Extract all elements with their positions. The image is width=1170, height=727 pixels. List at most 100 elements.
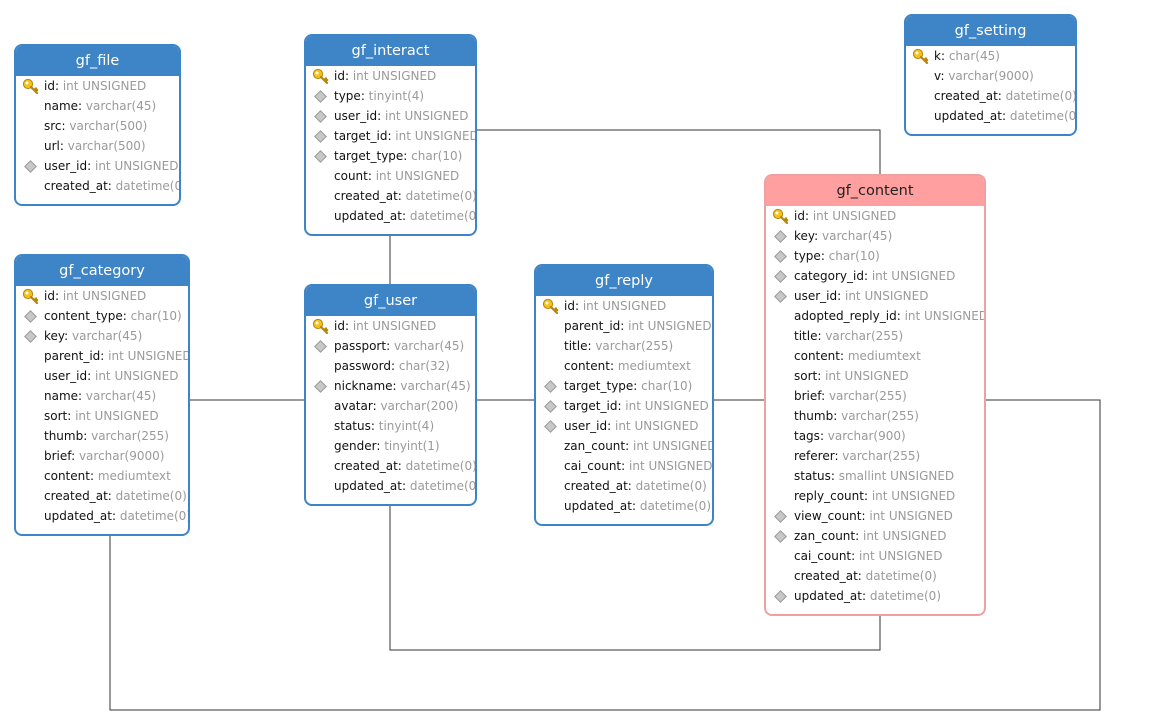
column-row[interactable]: zan_count: int UNSIGNED	[536, 436, 712, 456]
column-row[interactable]: created_at: datetime(0)	[766, 566, 984, 586]
column-type: datetime(0)	[409, 479, 477, 493]
table-title[interactable]: gf_interact	[306, 36, 475, 66]
column-row[interactable]: created_at: datetime(0)	[306, 186, 475, 206]
column-row[interactable]: brief: varchar(9000)	[16, 446, 188, 466]
column-row[interactable]: title: varchar(255)	[536, 336, 712, 356]
column-row[interactable]: user_id: int UNSIGNED	[536, 416, 712, 436]
column-row[interactable]: id: int UNSIGNED	[766, 206, 984, 226]
column-row[interactable]: thumb: varchar(255)	[766, 406, 984, 426]
column-row[interactable]: k: char(45)	[906, 46, 1075, 66]
column-row[interactable]: parent_id: int UNSIGNED	[16, 346, 188, 366]
column-separator: :	[609, 359, 618, 373]
table-title[interactable]: gf_category	[16, 256, 188, 286]
column-row[interactable]: id: int UNSIGNED	[306, 316, 475, 336]
column-row[interactable]: target_type: char(10)	[306, 146, 475, 166]
column-type: int UNSIGNED	[75, 409, 159, 423]
column-row[interactable]: passport: varchar(45)	[306, 336, 475, 356]
column-row[interactable]: user_id: int UNSIGNED	[16, 156, 179, 176]
column-row[interactable]: gender: tinyint(1)	[306, 436, 475, 456]
column-row[interactable]: target_id: int UNSIGNED	[536, 396, 712, 416]
relationship-line-user-content[interactable]	[389, 506, 881, 651]
column-separator: :	[839, 349, 848, 363]
column-row[interactable]: view_count: int UNSIGNED	[766, 506, 984, 526]
column-row[interactable]: nickname: varchar(45)	[306, 376, 475, 396]
column-name: updated_at	[44, 509, 112, 523]
column-row[interactable]: cai_count: int UNSIGNED	[766, 546, 984, 566]
column-type: int UNSIGNED	[825, 369, 909, 383]
column-type: int UNSIGNED	[812, 209, 897, 223]
column-row[interactable]: count: int UNSIGNED	[306, 166, 475, 186]
column-row[interactable]: zan_count: int UNSIGNED	[766, 526, 984, 546]
column-row[interactable]: content: mediumtext	[766, 346, 984, 366]
column-row[interactable]: created_at: datetime(0)	[536, 476, 712, 496]
column-separator: :	[587, 339, 596, 353]
column-row[interactable]: content: mediumtext	[16, 466, 188, 486]
column-row[interactable]: type: tinyint(4)	[306, 86, 475, 106]
column-row[interactable]: title: varchar(255)	[766, 326, 984, 346]
column-row[interactable]: key: varchar(45)	[16, 326, 188, 346]
column-row[interactable]: target_type: char(10)	[536, 376, 712, 396]
column-row[interactable]: thumb: varchar(255)	[16, 426, 188, 446]
column-row[interactable]: brief: varchar(255)	[766, 386, 984, 406]
column-row[interactable]: id: int UNSIGNED	[306, 66, 475, 86]
table-title[interactable]: gf_file	[16, 46, 179, 76]
column-row[interactable]: password: char(32)	[306, 356, 475, 376]
column-row[interactable]: category_id: int UNSIGNED	[766, 266, 984, 286]
table-title[interactable]: gf_content	[766, 176, 984, 206]
column-row[interactable]: sort: int UNSIGNED	[766, 366, 984, 386]
column-row[interactable]: parent_id: int UNSIGNED	[536, 316, 712, 336]
column-name: avatar	[334, 399, 373, 413]
column-type: int UNSIGNED	[869, 509, 953, 523]
column-row[interactable]: updated_at: datetime(0)	[766, 586, 984, 606]
relationship-line-category-content[interactable]	[109, 399, 1101, 711]
column-row[interactable]: updated_at: datetime(0)	[306, 476, 475, 496]
column-row[interactable]: created_at: datetime(0)	[16, 176, 179, 196]
column-row[interactable]: cai_count: int UNSIGNED	[536, 456, 712, 476]
column-row[interactable]: name: varchar(45)	[16, 386, 188, 406]
column-row[interactable]: tags: varchar(900)	[766, 426, 984, 446]
table-title[interactable]: gf_reply	[536, 266, 712, 296]
column-row[interactable]: avatar: varchar(200)	[306, 396, 475, 416]
table-title[interactable]: gf_setting	[906, 16, 1075, 46]
table-title[interactable]: gf_user	[306, 286, 475, 316]
column-row[interactable]: updated_at: datetime(0)	[16, 506, 188, 526]
column-row[interactable]: adopted_reply_id: int UNSIGNED	[766, 306, 984, 326]
column-name: thumb	[44, 429, 84, 443]
column-row[interactable]: updated_at: datetime(0)	[536, 496, 712, 516]
column-name: title	[794, 329, 818, 343]
column-row[interactable]: target_id: int UNSIGNED	[306, 126, 475, 146]
column-row[interactable]: updated_at: datetime(0)	[906, 106, 1075, 126]
column-row[interactable]: updated_at: datetime(0)	[306, 206, 475, 226]
column-row[interactable]: created_at: datetime(0)	[306, 456, 475, 476]
column-row[interactable]: referer: varchar(255)	[766, 446, 984, 466]
column-row[interactable]: user_id: int UNSIGNED	[306, 106, 475, 126]
column-row[interactable]: created_at: datetime(0)	[16, 486, 188, 506]
column-row[interactable]: created_at: datetime(0)	[906, 86, 1075, 106]
column-row[interactable]: type: char(10)	[766, 246, 984, 266]
column-row[interactable]: key: varchar(45)	[766, 226, 984, 246]
column-row[interactable]: content: mediumtext	[536, 356, 712, 376]
relationship-line-interact-content[interactable]	[477, 129, 881, 174]
column-row[interactable]: v: varchar(9000)	[906, 66, 1075, 86]
column-row[interactable]: content_type: char(10)	[16, 306, 188, 326]
column-row[interactable]: sort: int UNSIGNED	[16, 406, 188, 426]
column-row[interactable]: src: varchar(500)	[16, 116, 179, 136]
column-row[interactable]: id: int UNSIGNED	[16, 76, 179, 96]
column-row[interactable]: url: varchar(500)	[16, 136, 179, 156]
column-row[interactable]: user_id: int UNSIGNED	[16, 366, 188, 386]
column-row[interactable]: status: tinyint(4)	[306, 416, 475, 436]
column-row[interactable]: status: smallint UNSIGNED	[766, 466, 984, 486]
column-row[interactable]: name: varchar(45)	[16, 96, 179, 116]
column-row[interactable]: user_id: int UNSIGNED	[766, 286, 984, 306]
column-row[interactable]: reply_count: int UNSIGNED	[766, 486, 984, 506]
column-name: created_at	[334, 459, 398, 473]
column-row[interactable]: id: int UNSIGNED	[16, 286, 188, 306]
column-row[interactable]: id: int UNSIGNED	[536, 296, 712, 316]
